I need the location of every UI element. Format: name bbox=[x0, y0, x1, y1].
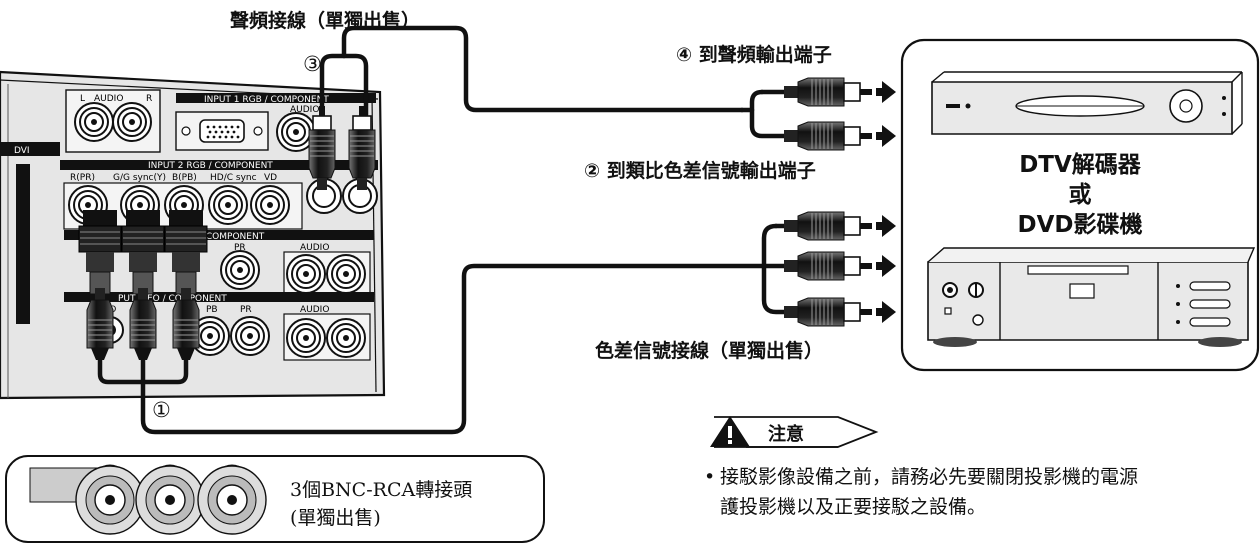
bullet-icon: • bbox=[704, 466, 716, 488]
panel-audio-r: R bbox=[146, 94, 152, 104]
panel-in4-audio: AUDIO bbox=[300, 243, 329, 253]
rca-plugs-device bbox=[783, 77, 896, 327]
panel-input4: / COMPONENT bbox=[200, 232, 265, 242]
step-one-marker: ① bbox=[152, 398, 171, 422]
in5-audio-l-jack bbox=[286, 318, 326, 358]
device-line-dvd: DVD影碟機 bbox=[1017, 212, 1143, 238]
panel-in2-vd: VD bbox=[264, 173, 277, 183]
panel-input5: PUT 5 EO / COMPONENT bbox=[118, 294, 227, 304]
device-line-or: 或 bbox=[1068, 182, 1092, 208]
caution-line-2: 護投影機以及正要接駁之設備。 bbox=[720, 496, 987, 518]
in4-audio-l-jack bbox=[286, 254, 326, 294]
panel-in5-pr: PR bbox=[240, 305, 252, 315]
panel-input1: INPUT 1 RGB / COMPONENT bbox=[204, 95, 329, 105]
panel-in2-hd: HD/C sync bbox=[210, 173, 257, 183]
bnc-adapters-on-panel bbox=[78, 209, 208, 295]
adapter-box bbox=[5, 455, 545, 543]
panel-input2: INPUT 2 RGB / COMPONENT bbox=[148, 161, 273, 171]
panel-in4-pr: PR bbox=[234, 243, 246, 253]
panel-in2-g: G/G sync(Y) bbox=[113, 173, 166, 183]
component-output-callout: ② 到類比色差信號輸出端子 bbox=[584, 160, 816, 182]
audio-cable-label: 聲頻接線（單獨出售） bbox=[230, 10, 421, 32]
panel-dvi: DVI bbox=[14, 146, 30, 156]
in2-vd-jack bbox=[250, 185, 290, 225]
in5-pr-jack bbox=[230, 316, 270, 356]
audio-r-jack bbox=[112, 102, 152, 142]
dtv-decoder bbox=[931, 71, 1243, 135]
cables bbox=[97, 25, 787, 435]
in5-audio-r-jack bbox=[326, 318, 366, 358]
audio-output-callout: ④ 到聲頻輸出端子 bbox=[676, 44, 832, 66]
caution-title: 注意 bbox=[768, 424, 804, 445]
panel-audio-l: L bbox=[80, 94, 85, 104]
warning-icon bbox=[710, 416, 750, 447]
caution-line-1: 接駁影像設備之前，請務必先要關閉投影機的電源 bbox=[720, 466, 1139, 488]
panel-in5-audio: AUDIO bbox=[300, 305, 329, 315]
adapter-label-line2: (單獨出售) bbox=[290, 507, 381, 529]
in4-audio-r-jack bbox=[326, 254, 366, 294]
panel-in2-r: R(PR) bbox=[70, 173, 95, 183]
step-three-marker: ③ bbox=[303, 52, 322, 76]
caution-tag bbox=[710, 416, 879, 448]
panel-in2-b: B(PB) bbox=[172, 173, 197, 183]
devices-box bbox=[900, 38, 1260, 372]
dvd-player bbox=[927, 247, 1256, 347]
panel-input1-audio: AUDIO bbox=[290, 105, 319, 115]
panel-in5-pb: PB bbox=[206, 305, 218, 315]
adapter-label-line1: 3個BNC-RCA轉接頭 bbox=[290, 479, 473, 501]
component-cable-label: 色差信號接線（單獨出售） bbox=[595, 340, 824, 362]
device-line-dtv: DTV解碼器 bbox=[1019, 152, 1141, 178]
audio-l-jack bbox=[74, 102, 114, 142]
in4-pr-jack bbox=[220, 250, 260, 290]
panel-audio: AUDIO bbox=[94, 94, 123, 104]
bnc-connector-icon bbox=[29, 464, 267, 535]
in2-hd-jack bbox=[208, 185, 248, 225]
